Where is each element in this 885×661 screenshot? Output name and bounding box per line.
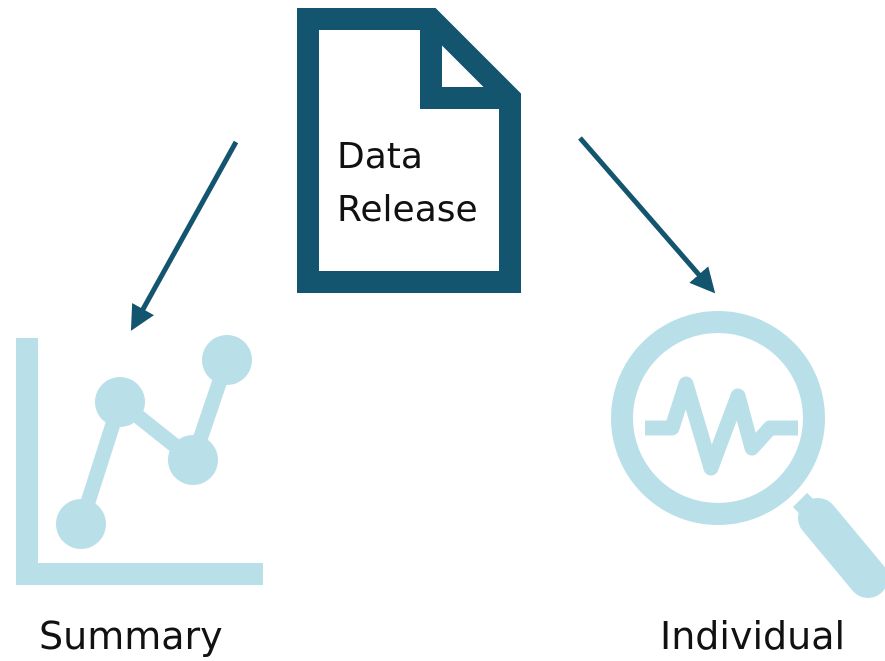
arrow-to-individual — [578, 136, 716, 294]
chart-point — [202, 335, 252, 385]
document-title-line-1: Data — [337, 136, 423, 177]
arrow-to-summary — [130, 140, 239, 331]
summary-label: Summary — [39, 614, 223, 658]
line-chart-icon — [16, 335, 263, 585]
chart-point — [168, 435, 218, 485]
document-icon — [297, 8, 521, 293]
chart-point — [56, 499, 106, 549]
individual-label: Individual — [660, 614, 846, 658]
chart-point — [95, 377, 145, 427]
magnifier-waveform-icon — [611, 311, 885, 598]
document-title-line-2: Release — [337, 189, 478, 230]
